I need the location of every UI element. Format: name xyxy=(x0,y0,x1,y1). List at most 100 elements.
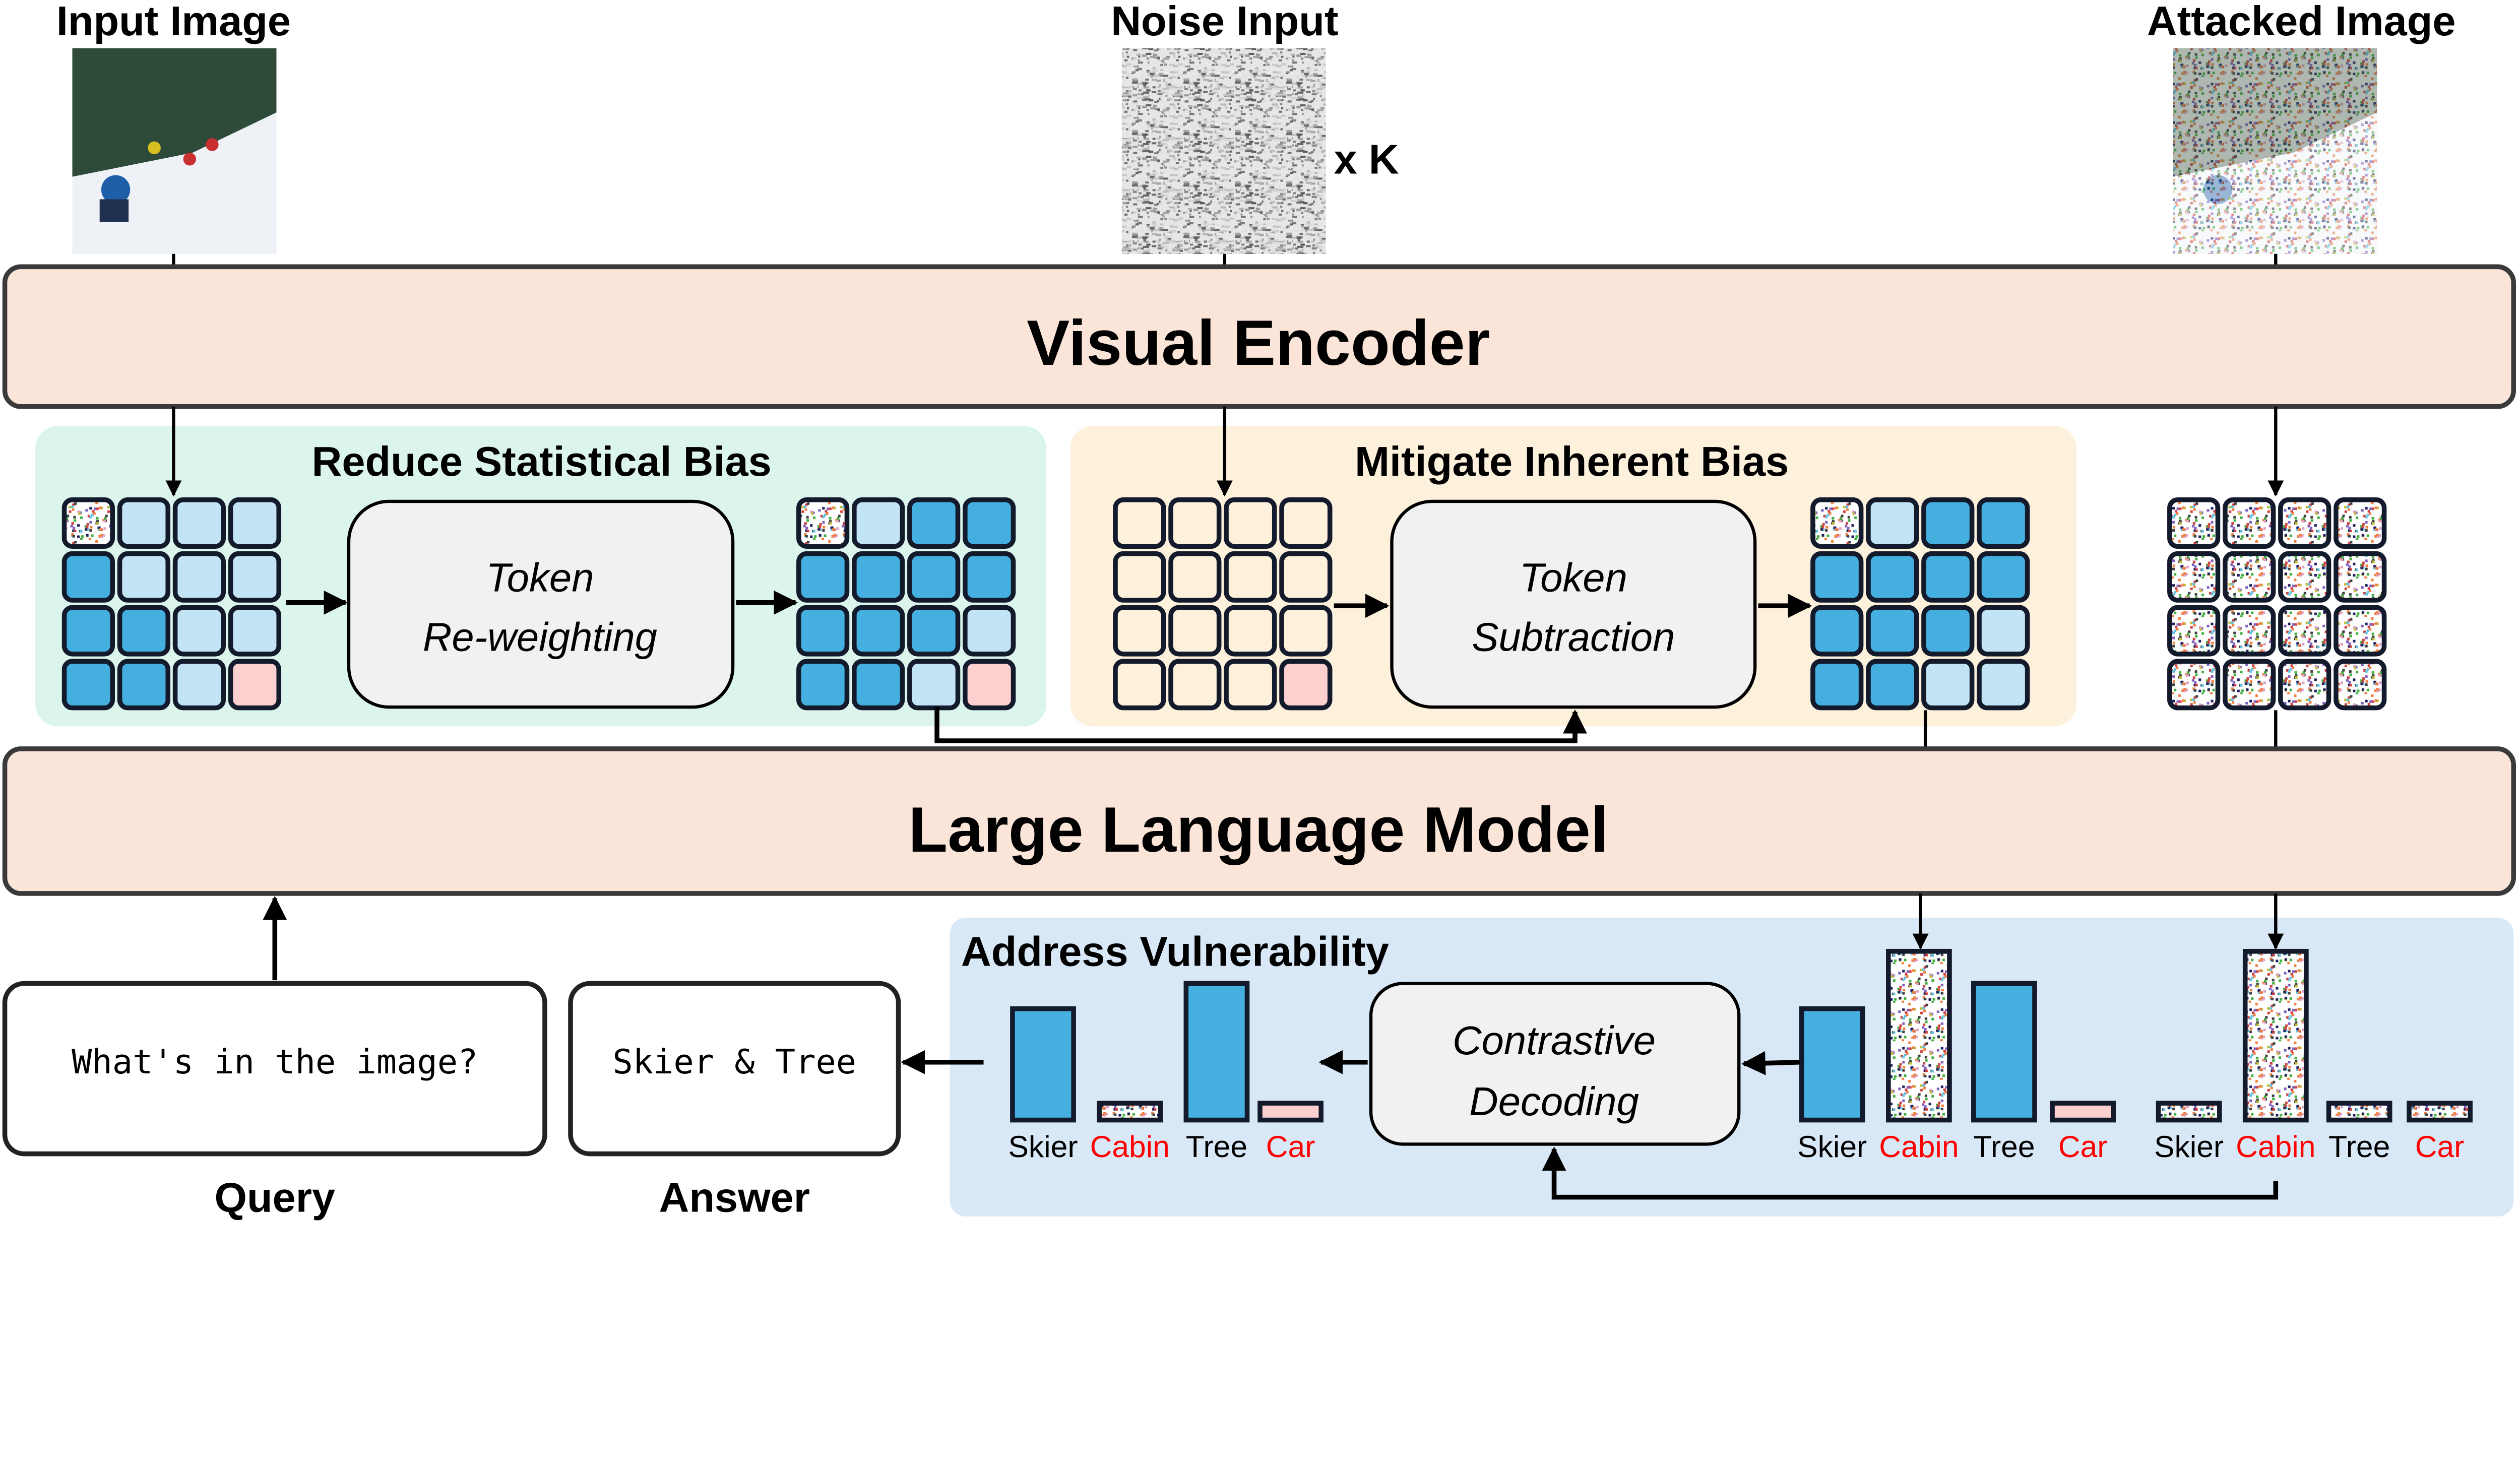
arrows xyxy=(165,406,2284,749)
token-noise xyxy=(2278,497,2332,549)
token-noise xyxy=(2223,659,2276,711)
token-strong xyxy=(1977,551,2030,603)
token-strong xyxy=(1810,605,1864,657)
query-box[interactable]: What's in the image? xyxy=(2,981,547,1157)
input-image-title: Input Image xyxy=(56,0,291,44)
reweighted-tokens-grid xyxy=(796,497,1016,711)
contrastive-decoding-module: Contrastive Decoding xyxy=(1369,982,1741,1146)
token-strong xyxy=(963,551,1016,603)
token-strong xyxy=(852,659,905,711)
bar-label: Car xyxy=(1266,1129,1315,1164)
token-strong xyxy=(907,497,961,549)
token-strong xyxy=(852,605,905,657)
input-tokens-grid xyxy=(61,497,282,711)
bar-car xyxy=(1257,1101,1324,1123)
token-strong xyxy=(1977,497,2030,549)
token-noise xyxy=(2223,497,2276,549)
token-weak xyxy=(117,497,171,549)
token-noise xyxy=(2278,605,2332,657)
token-strong xyxy=(907,551,961,603)
token-cream xyxy=(1168,605,1222,657)
token-cream xyxy=(1168,497,1222,549)
token-noise xyxy=(61,497,115,549)
bar-cabin xyxy=(2242,948,2309,1123)
bar-label: Skier xyxy=(2154,1129,2224,1164)
token-weak xyxy=(228,605,282,657)
attacked-tokens-grid xyxy=(2167,497,2387,711)
module-label: Decoding xyxy=(1469,1079,1639,1124)
token-weak xyxy=(1921,659,1975,711)
token-strong xyxy=(1810,551,1864,603)
token-strong xyxy=(1921,605,1975,657)
reduce-statistical-bias-title: Reduce Statistical Bias xyxy=(312,438,772,485)
bar-skier xyxy=(1010,1006,1076,1123)
token-noise xyxy=(1810,497,1864,549)
token-cream xyxy=(1113,605,1166,657)
query-text: What's in the image? xyxy=(72,1042,478,1081)
arrows xyxy=(263,893,2284,1200)
noise-input-image xyxy=(1121,48,1326,254)
token-cream xyxy=(1224,551,1277,603)
token-strong xyxy=(117,605,171,657)
token-strong xyxy=(796,659,850,711)
method-diagram: Input Image Noise Input Attacked Image x… xyxy=(2,0,2516,1221)
bar-label: Cabin xyxy=(1879,1129,1959,1164)
token-weak xyxy=(117,551,171,603)
token-pink xyxy=(1279,659,1333,711)
bar-skier xyxy=(2156,1101,2222,1123)
token-cream xyxy=(1224,605,1277,657)
bar-skier xyxy=(1799,1006,1865,1123)
query-label: Query xyxy=(214,1174,335,1221)
token-noise xyxy=(2167,659,2221,711)
bar-label: Cabin xyxy=(1090,1129,1170,1164)
token-cream xyxy=(1224,659,1277,711)
token-cream xyxy=(1113,551,1166,603)
module-label: Subtraction xyxy=(1472,614,1675,659)
token-subtraction-module: Token Subtraction xyxy=(1390,499,1757,709)
llm-label: Large Language Model xyxy=(908,794,1608,866)
token-pink xyxy=(228,659,282,711)
bar-tree xyxy=(1183,981,1250,1123)
bar-label: Car xyxy=(2058,1129,2108,1164)
token-cream xyxy=(1279,605,1333,657)
token-noise xyxy=(2334,605,2387,657)
bar-car xyxy=(2050,1101,2116,1123)
input-image xyxy=(72,48,277,254)
visual-encoder-label: Visual Encoder xyxy=(1027,307,1490,379)
noise-tokens-grid xyxy=(1113,497,1333,711)
token-noise xyxy=(2167,497,2221,549)
bar-label: Car xyxy=(2415,1129,2465,1164)
token-strong xyxy=(1921,497,1975,549)
token-cream xyxy=(1113,659,1166,711)
visual-encoder-block: Visual Encoder xyxy=(2,264,2516,409)
token-cream xyxy=(1168,551,1222,603)
token-noise xyxy=(2334,659,2387,711)
module-label: Contrastive xyxy=(1453,1018,1656,1063)
token-weak xyxy=(172,551,226,603)
token-weak xyxy=(1977,605,2030,657)
token-strong xyxy=(1810,659,1864,711)
token-pink xyxy=(963,659,1016,711)
token-cream xyxy=(1113,497,1166,549)
noise-input-title: Noise Input xyxy=(1111,0,1338,44)
token-strong xyxy=(796,551,850,603)
token-strong xyxy=(852,551,905,603)
token-weak xyxy=(1977,659,2030,711)
token-strong xyxy=(61,659,115,711)
token-strong xyxy=(61,551,115,603)
token-cream xyxy=(1279,551,1333,603)
bar-tree xyxy=(1971,981,2037,1123)
token-strong xyxy=(1921,551,1975,603)
token-strong xyxy=(117,659,171,711)
token-weak xyxy=(1866,497,1919,549)
token-strong xyxy=(907,605,961,657)
bar-label: Tree xyxy=(2328,1129,2390,1164)
token-noise xyxy=(2334,497,2387,549)
answer-text: Skier & Tree xyxy=(612,1042,856,1081)
token-noise xyxy=(796,497,850,549)
bar-label: Tree xyxy=(1973,1129,2035,1164)
bar-label: Skier xyxy=(1009,1129,1078,1164)
token-noise xyxy=(2278,551,2332,603)
mitigate-inherent-bias-title: Mitigate Inherent Bias xyxy=(1355,438,1789,485)
